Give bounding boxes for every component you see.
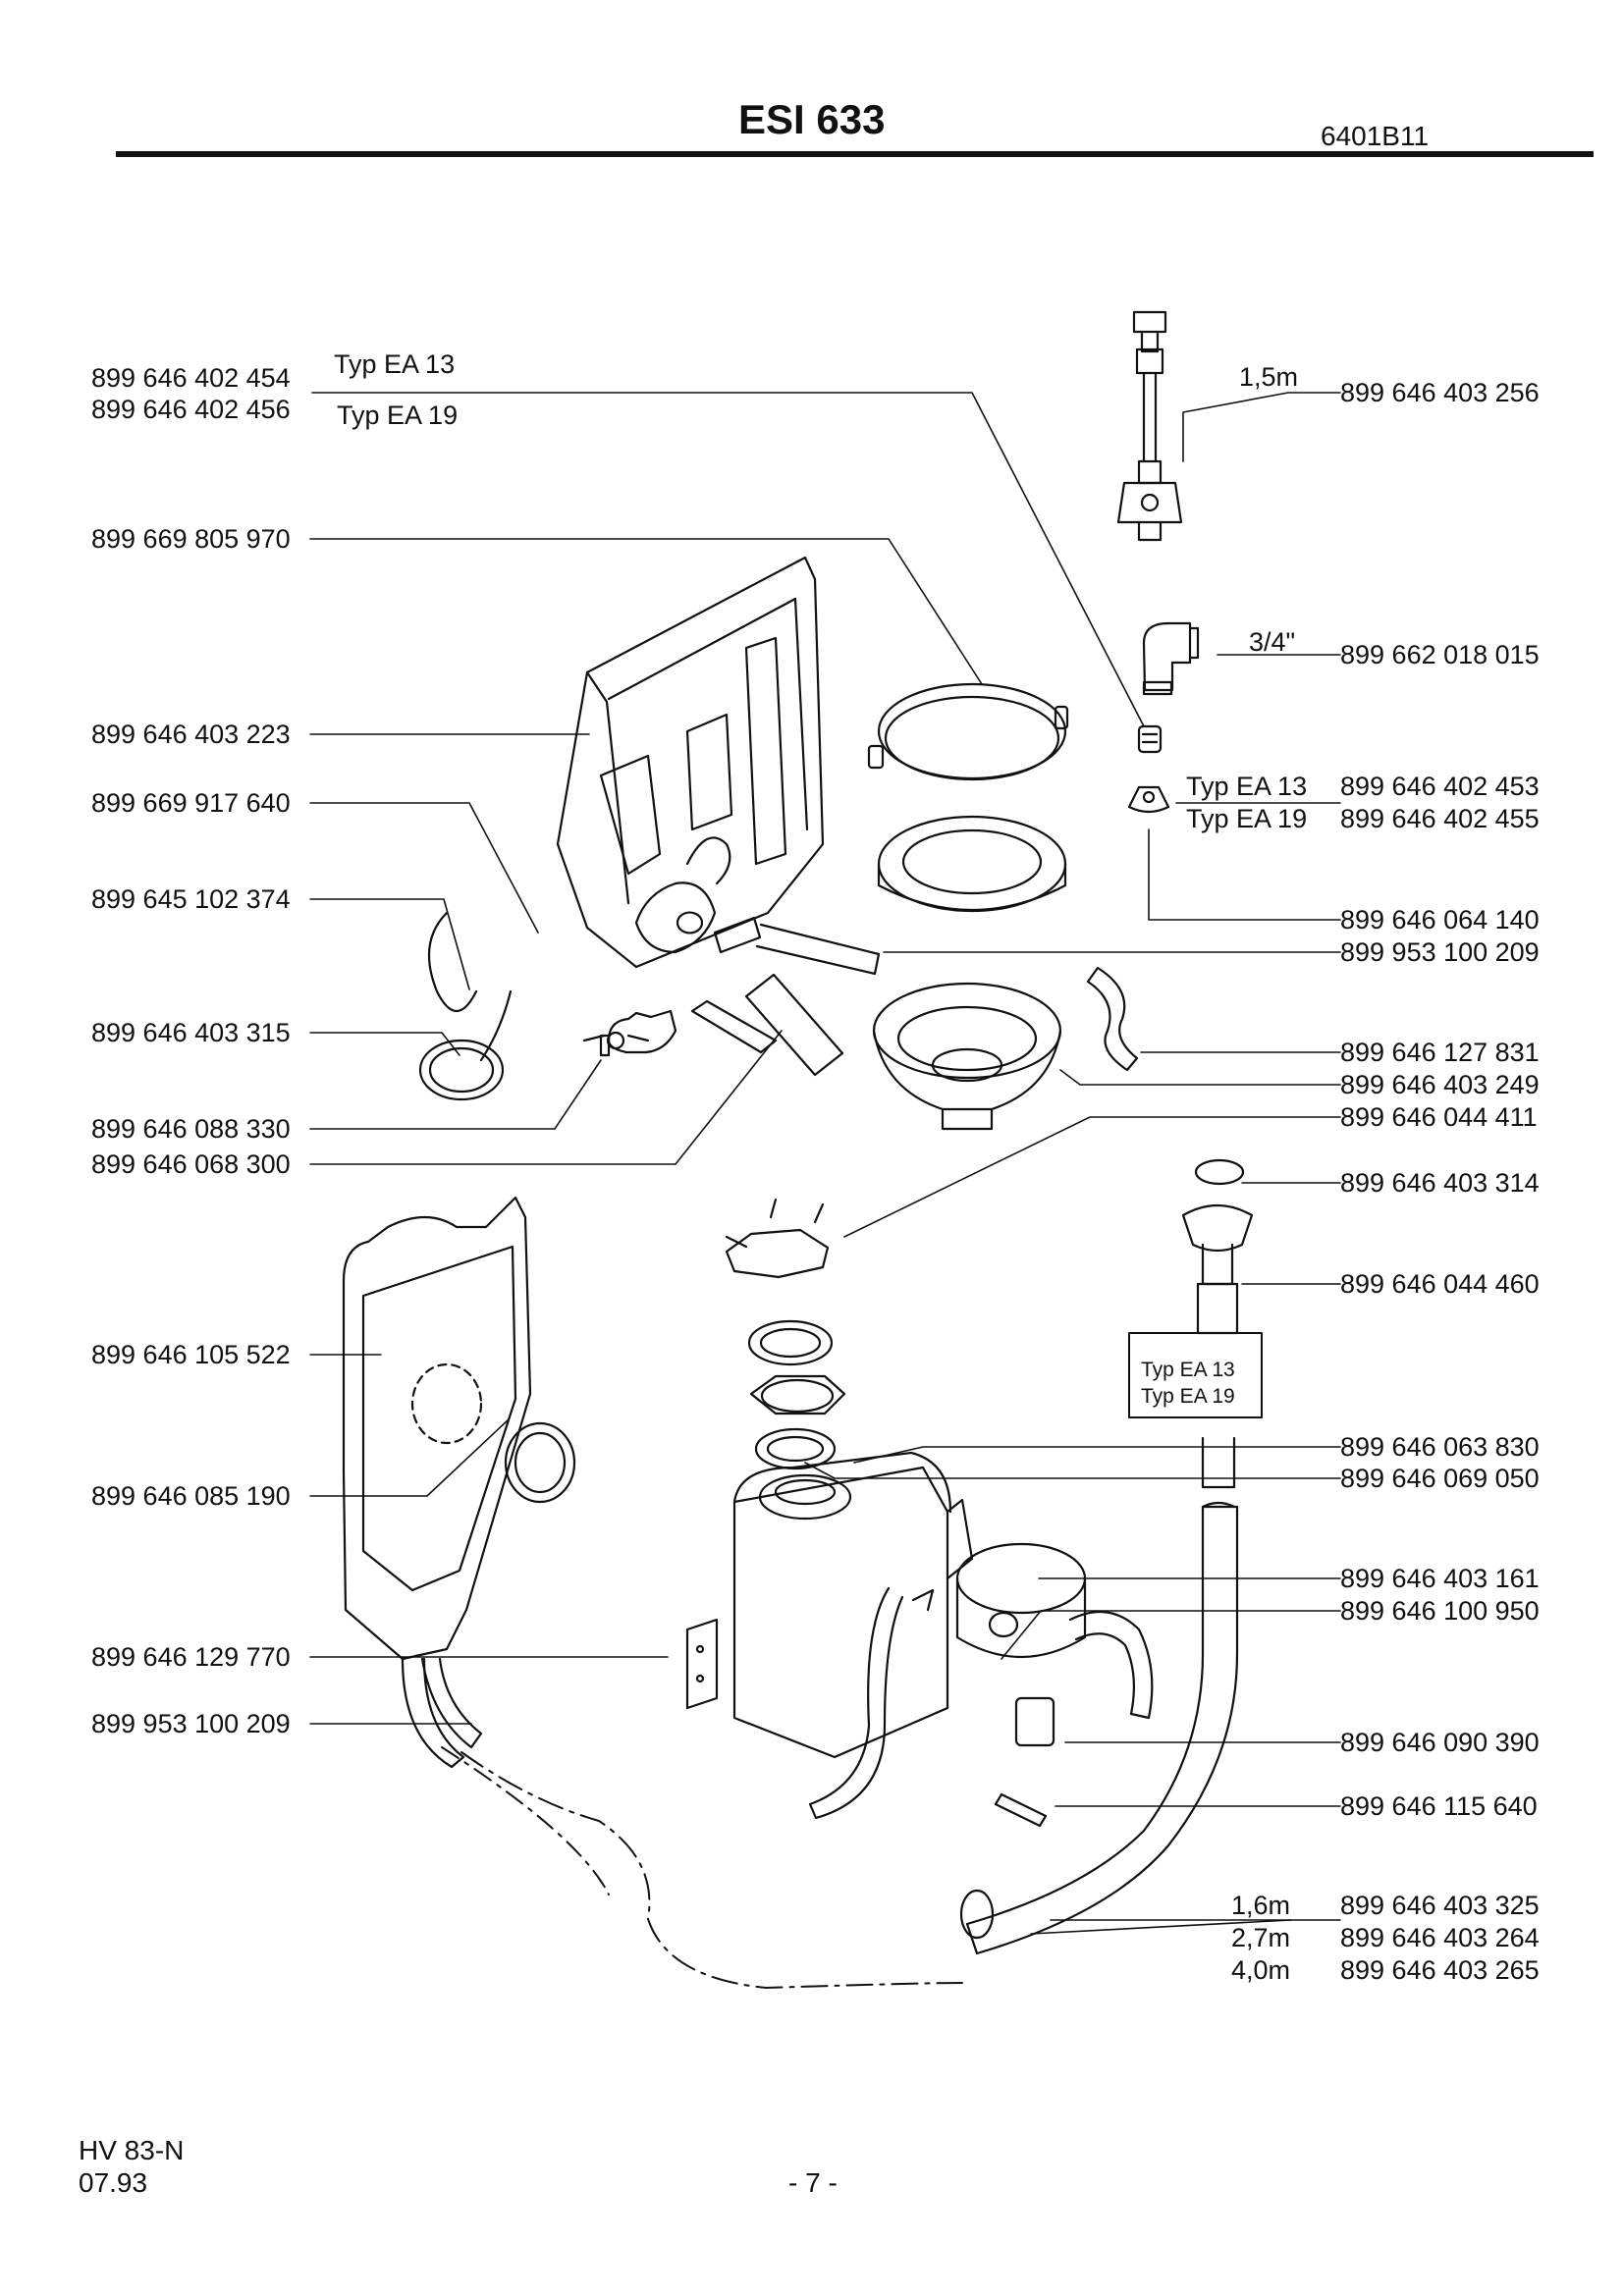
label-right: 899 646 069 050 (1340, 1464, 1540, 1493)
label-right: 899 646 403 314 (1340, 1168, 1540, 1198)
label-right: 899 646 403 161 (1340, 1564, 1540, 1593)
label-right: 899 646 044 411 (1340, 1102, 1538, 1132)
type-box (1128, 1332, 1263, 1418)
label-right: 899 646 063 830 (1340, 1432, 1540, 1462)
box-type-label: Typ EA 19 (1141, 1385, 1235, 1408)
annotation-length: 4,0m (1231, 1955, 1291, 1985)
label-left: 899 646 403 223 (91, 720, 291, 749)
label-left: 899 646 085 190 (91, 1481, 291, 1511)
label-right: 899 646 403 256 (1340, 378, 1540, 407)
label-right: 899 662 018 015 (1340, 640, 1540, 669)
inlet-hose (1116, 310, 1183, 542)
page-number: - 7 - (788, 2167, 838, 2198)
bracket (685, 1618, 719, 1710)
connector-tube (959, 1204, 1254, 1955)
label-left: 899 646 088 330 (91, 1114, 291, 1144)
label-left: 899 646 105 522 (91, 1340, 291, 1369)
label-left: 899 646 403 315 (91, 1018, 291, 1047)
label-right: 899 646 064 140 (1340, 905, 1540, 934)
label-right: 899 646 402 455 (1340, 804, 1540, 833)
annotation-type: Typ EA 13 (1186, 772, 1308, 801)
label-right: 899 646 403 249 (1340, 1070, 1540, 1099)
header-rule (116, 151, 1594, 157)
wing-nut (582, 1031, 650, 1050)
label-left: 899 646 068 300 (91, 1149, 291, 1179)
annotation-length: 1,5m (1239, 362, 1299, 392)
label-right: 899 646 403 264 (1340, 1923, 1540, 1952)
label-left: 899 669 805 970 (91, 524, 291, 554)
filter-sieve (1127, 724, 1170, 814)
o-ring (1194, 1158, 1245, 1186)
small-hoses (744, 966, 1139, 1077)
label-right: 899 646 403 265 (1340, 1955, 1540, 1985)
sump-funnel (872, 982, 1062, 1131)
label-left: 899 953 100 209 (91, 1709, 291, 1738)
footer-date: 07.93 (79, 2167, 148, 2198)
label-left: 899 646 402 456 (91, 395, 291, 424)
annotation-type: Typ EA 19 (337, 400, 459, 430)
annotation-type: Typ EA 19 (1186, 804, 1308, 833)
label-left: 899 646 402 454 (91, 363, 291, 393)
label-right: 899 646 100 950 (1340, 1596, 1540, 1626)
annotation-length: 2,7m (1231, 1923, 1291, 1952)
footer-reference: HV 83-N (79, 2135, 185, 2165)
label-right: 899 953 100 209 (1340, 937, 1540, 967)
side-panel (342, 1196, 576, 1769)
pin (994, 1792, 1048, 1828)
short-tube (690, 999, 778, 1054)
document-code: 6401B11 (1321, 121, 1430, 151)
label-right: 899 646 115 640 (1340, 1791, 1538, 1821)
box-type-label: Typ EA 13 (1141, 1359, 1235, 1381)
drain-hose-path (460, 1751, 963, 1989)
elbow-fitting (1142, 621, 1200, 696)
annotation-length: 1,6m (1231, 1891, 1291, 1920)
label-left: 899 669 917 640 (91, 788, 291, 818)
label-left: 899 646 129 770 (91, 1642, 291, 1672)
inner-panel (556, 556, 881, 976)
label-right: 899 646 402 453 (1340, 772, 1540, 801)
label-right: 899 646 090 390 (1340, 1728, 1540, 1757)
label-left: 899 645 102 374 (91, 884, 291, 914)
pump-body (732, 1451, 1154, 1820)
label-right: 899 646 403 325 (1340, 1891, 1540, 1920)
annotation-thread: 3/4" (1249, 627, 1296, 657)
nut-stack (725, 1198, 846, 1470)
page-title: ESI 633 (738, 96, 886, 142)
hose-clamp (418, 911, 513, 1101)
rings-upper (867, 682, 1069, 913)
label-right: 899 646 044 460 (1340, 1269, 1540, 1299)
label-right: 899 646 127 831 (1340, 1038, 1540, 1067)
annotation-type: Typ EA 13 (334, 349, 456, 379)
